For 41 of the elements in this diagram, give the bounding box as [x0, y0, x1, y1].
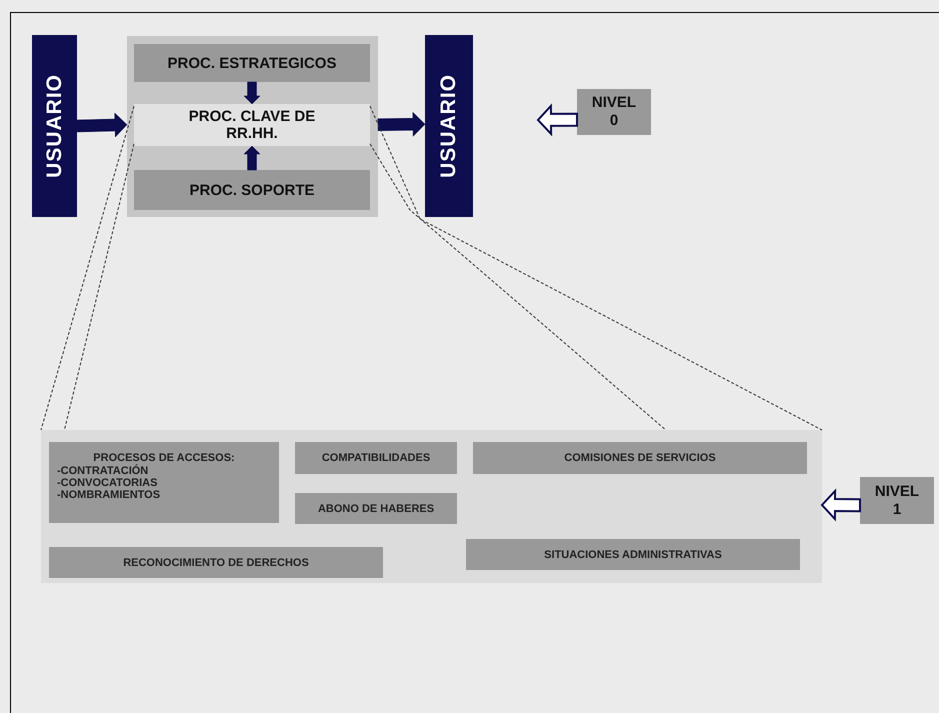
- block-arrow: [76, 112, 128, 138]
- node-label: PROC. SOPORTE: [189, 182, 315, 198]
- node-label: COMPATIBILIDADES: [322, 452, 430, 464]
- node-label: USUARIO: [437, 74, 461, 178]
- box-heading: PROCESOS DE ACCESOS:: [93, 452, 235, 464]
- node-label: COMISIONES DE SERVICIOS: [564, 452, 716, 464]
- process-box: [134, 104, 370, 146]
- block-arrow: [378, 112, 426, 137]
- node-label: NIVEL 1: [874, 482, 920, 518]
- zoom-line: [370, 106, 822, 430]
- process-box: [466, 539, 800, 570]
- level-box: [860, 477, 934, 524]
- zoom-line: [370, 143, 666, 430]
- block-arrow: [244, 82, 260, 104]
- node-label: USUARIO: [42, 74, 66, 178]
- process-panel: [127, 36, 378, 217]
- block-arrow: [244, 146, 260, 170]
- user-bar: [425, 35, 473, 217]
- node-label: ABONO DE HABERES: [318, 502, 434, 514]
- list-item: -CONTRATACIÓN: [57, 465, 148, 477]
- block-arrow: [820, 488, 861, 522]
- process-box: [134, 44, 370, 82]
- node-label: SITUACIONES ADMINISTRATIVAS: [544, 548, 722, 560]
- process-panel: [41, 430, 822, 583]
- node-label: PROC. CLAVE DE RR.HH.: [188, 108, 316, 142]
- process-box: [295, 442, 457, 474]
- zoom-line: [64, 143, 134, 430]
- process-box: [473, 442, 807, 474]
- list-item: -NOMBRAMIENTOS: [57, 489, 160, 501]
- user-bar: [32, 35, 77, 217]
- process-box: [49, 442, 279, 523]
- block-arrow: [536, 103, 578, 136]
- node-label: PROC. ESTRATEGICOS: [168, 54, 336, 72]
- node-label: RECONOCIMIENTO DE DERECHOS: [123, 556, 309, 568]
- process-box: [134, 170, 370, 210]
- process-box: [49, 547, 383, 578]
- zoom-line: [40, 106, 134, 430]
- level-box: [577, 89, 651, 135]
- process-box: [295, 493, 457, 524]
- list-item: -CONVOCATORIAS: [57, 477, 158, 489]
- node-label: NIVEL 0: [590, 94, 638, 130]
